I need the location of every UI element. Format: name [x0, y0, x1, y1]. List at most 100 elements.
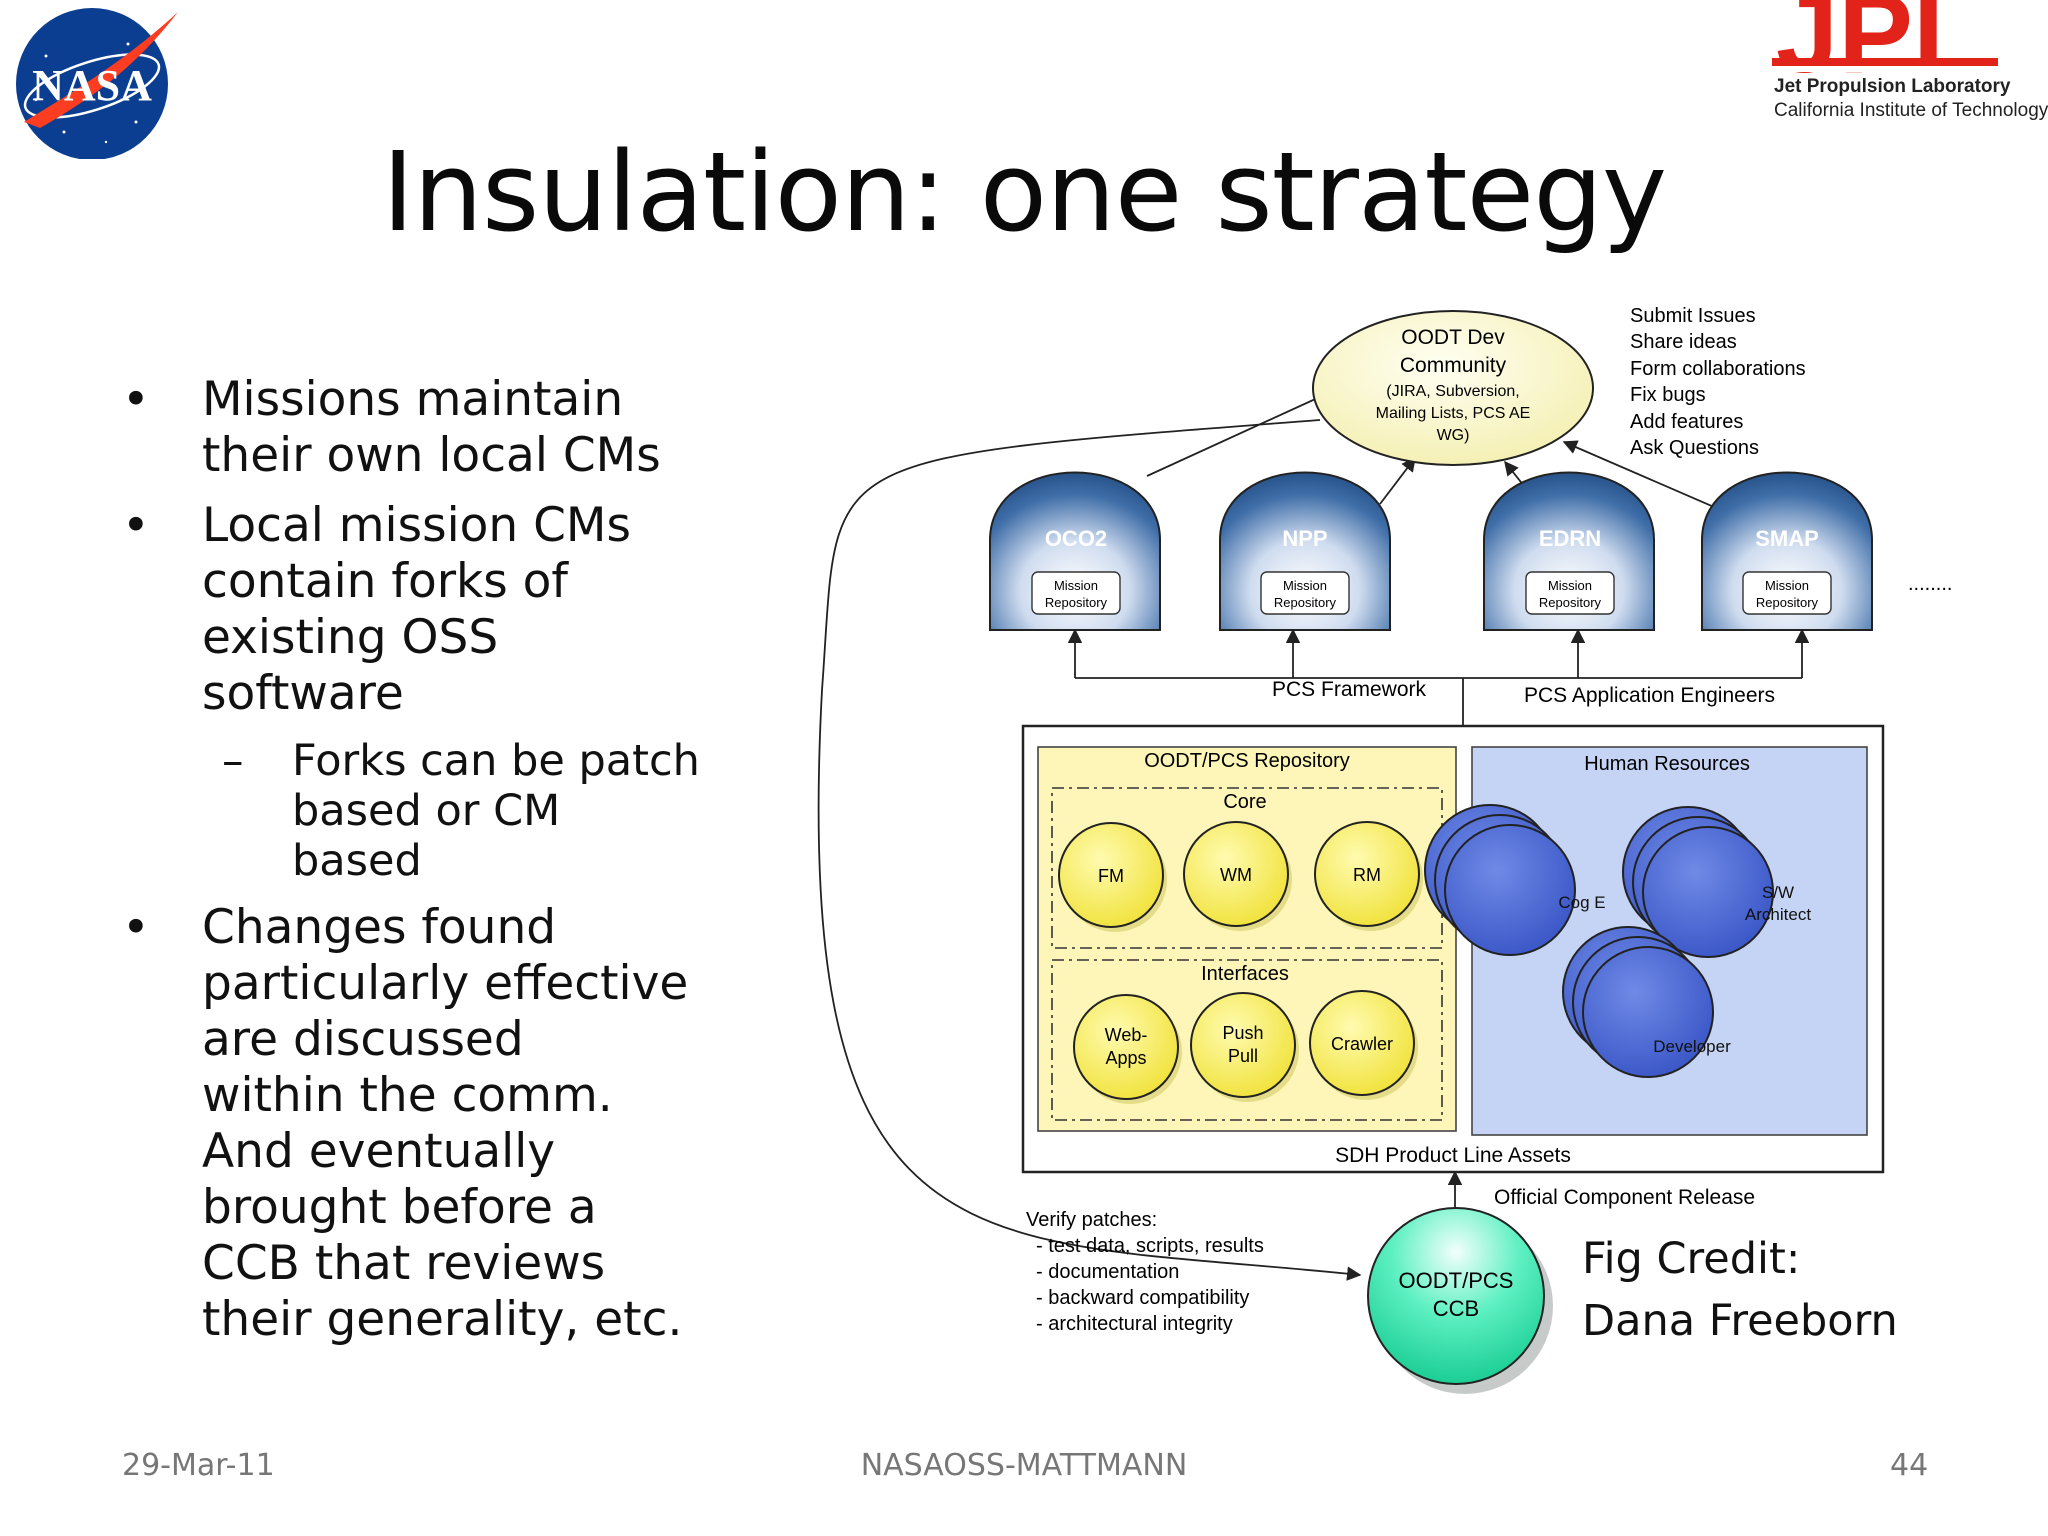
node-label: Crawler — [1331, 1034, 1393, 1054]
footer-date: 29-Mar-11 — [122, 1448, 275, 1483]
repo-label: Mission — [1283, 578, 1327, 593]
bullet-item: • Local mission CMs contain forks of exi… — [110, 498, 710, 722]
mission-name: OCO2 — [1045, 526, 1107, 551]
activity-item: Share ideas — [1630, 331, 1737, 353]
verify-item: - documentation — [1036, 1261, 1179, 1283]
bullet-marker: • — [122, 498, 150, 553]
ccb-label: OODT/PCS — [1399, 1268, 1514, 1293]
verify-title: Verify patches: — [1026, 1209, 1157, 1231]
node-label: FM — [1098, 866, 1124, 886]
node-label: Pull — [1228, 1046, 1258, 1066]
core-label: Core — [1223, 791, 1266, 813]
bullet-marker: • — [122, 372, 150, 427]
community-line2: Community — [1400, 354, 1507, 377]
ccb-label: CCB — [1433, 1296, 1479, 1321]
figure-credit: Fig Credit: Dana Freeborn — [1582, 1234, 1898, 1346]
oodt-community-diagram: OODT Dev Community (JIRA, Subversion, Ma… — [817, 305, 1952, 1394]
more-missions-ellipsis: ........ — [1908, 573, 1952, 595]
repo-label: Mission — [1548, 578, 1592, 593]
ccb-node: OODT/PCS CCB — [1367, 1207, 1553, 1394]
pcs-engineers-label: PCS Application Engineers — [1524, 684, 1775, 707]
repo-label: Repository — [1756, 595, 1819, 610]
activity-item: Form collaborations — [1630, 358, 1806, 380]
node-label: Push — [1222, 1023, 1263, 1043]
release-label: Official Component Release — [1494, 1186, 1755, 1209]
verify-item: - backward compatibility — [1036, 1287, 1249, 1309]
jpl-logo-line1: Jet Propulsion Laboratory — [1774, 76, 2011, 97]
interfaces-group — [1051, 959, 1443, 1121]
node-label: WM — [1220, 865, 1252, 885]
interface-node-pushpull: Push Pull — [1190, 992, 1299, 1102]
arrow-npp-community — [1379, 456, 1416, 505]
repository-title: OODT/PCS Repository — [1144, 750, 1350, 772]
sdh-assets-label: SDH Product Line Assets — [1335, 1144, 1571, 1167]
bullet-text: Changes found particularly effective are… — [202, 900, 689, 1347]
repo-label: Repository — [1045, 595, 1108, 610]
community-node: OODT Dev Community (JIRA, Subversion, Ma… — [1312, 310, 1594, 466]
community-line1: OODT Dev — [1401, 326, 1505, 349]
repo-label: Mission — [1765, 578, 1809, 593]
activity-item: Fix bugs — [1630, 384, 1706, 406]
pcs-framework-label: PCS Framework — [1272, 678, 1427, 701]
human-resources-panel: Human Resources Cog E S/W Architect Deve… — [1424, 746, 1868, 1136]
mission-repository-icon — [1525, 571, 1615, 615]
repo-label: Mission — [1054, 578, 1098, 593]
role-label: Cog E — [1558, 893, 1605, 912]
nasa-logo: NASA — [16, 8, 178, 159]
slide-title: Insulation: one strategy — [381, 128, 1667, 256]
activity-item: Submit Issues — [1630, 305, 1756, 327]
mission-name: EDRN — [1539, 526, 1601, 551]
community-line5: WG) — [1437, 427, 1470, 444]
footer-presenter: NASAOSS-MATTMANN — [860, 1448, 1188, 1483]
community-line4: Mailing Lists, PCS AE — [1376, 405, 1531, 422]
repo-label: Repository — [1539, 595, 1602, 610]
interfaces-label: Interfaces — [1201, 963, 1289, 985]
interface-node-crawler: Crawler — [1309, 990, 1418, 1100]
node-label: RM — [1353, 865, 1381, 885]
sub-bullet-item: – Forks can be patch based or CM based — [110, 736, 710, 886]
role-label: S/W — [1762, 883, 1794, 902]
sub-bullet-marker: – — [222, 736, 244, 786]
footer-page-number: 44 — [1890, 1448, 1929, 1483]
mission-name: SMAP — [1755, 526, 1819, 551]
sub-bullet-text: Forks can be patch based or CM based — [292, 736, 700, 886]
core-node-rm: RM — [1314, 821, 1423, 931]
mission-name: NPP — [1282, 526, 1327, 551]
repo-label: Repository — [1274, 595, 1337, 610]
verify-item: - architectural integrity — [1036, 1313, 1233, 1335]
arrow-community-to-ccb — [817, 419, 1362, 1281]
arrow-oco2-community — [1146, 388, 1337, 477]
nasa-logo-chevron — [24, 12, 178, 128]
core-node-fm: FM — [1058, 822, 1167, 932]
mission-repository-icon — [1031, 571, 1121, 615]
jpl-logo-mark: JPL — [1772, 0, 2002, 96]
verify-patches-note: Verify patches: - test data, scripts, re… — [1026, 1209, 1264, 1335]
verify-item: - test data, scripts, results — [1036, 1235, 1264, 1257]
role-cog-e: Cog E — [1424, 804, 1606, 956]
role-label: Architect — [1745, 905, 1811, 924]
bullet-item: • Missions maintain their own local CMs — [110, 372, 710, 484]
mission-repository-icon — [1742, 571, 1832, 615]
mission-oco2: OCO2 Mission Repository — [989, 471, 1161, 631]
bullet-text: Local mission CMs contain forks of exist… — [202, 498, 631, 721]
interface-node-webapps: Web- Apps — [1073, 994, 1182, 1104]
activity-item: Add features — [1630, 411, 1743, 433]
jpl-logo: JPL Jet Propulsion Laboratory California… — [1772, 0, 2048, 130]
bullet-list: • Missions maintain their own local CMs … — [110, 372, 710, 1362]
node-label: Apps — [1105, 1048, 1146, 1068]
bullet-text: Missions maintain their own local CMs — [202, 372, 661, 483]
role-label: Developer — [1653, 1037, 1731, 1056]
mission-smap: SMAP Mission Repository — [1701, 471, 1873, 631]
repository-panel: OODT/PCS Repository Core Interfaces FM W… — [1037, 746, 1457, 1132]
core-node-wm: WM — [1183, 821, 1292, 931]
human-resources-title: Human Resources — [1584, 753, 1750, 775]
bullet-item: • Changes found particularly effective a… — [110, 900, 710, 1348]
role-sw-architect: S/W Architect — [1622, 806, 1811, 958]
activity-item: Ask Questions — [1630, 437, 1759, 459]
mission-edrn: EDRN Mission Repository — [1483, 471, 1655, 631]
bullet-marker: • — [122, 900, 150, 955]
node-label: Web- — [1105, 1025, 1148, 1045]
community-activities: Submit Issues Share ideas Form collabora… — [1630, 305, 1806, 459]
jpl-logo-text: JPL — [1776, 0, 1981, 96]
pcs-bus-lines — [1074, 636, 1803, 679]
